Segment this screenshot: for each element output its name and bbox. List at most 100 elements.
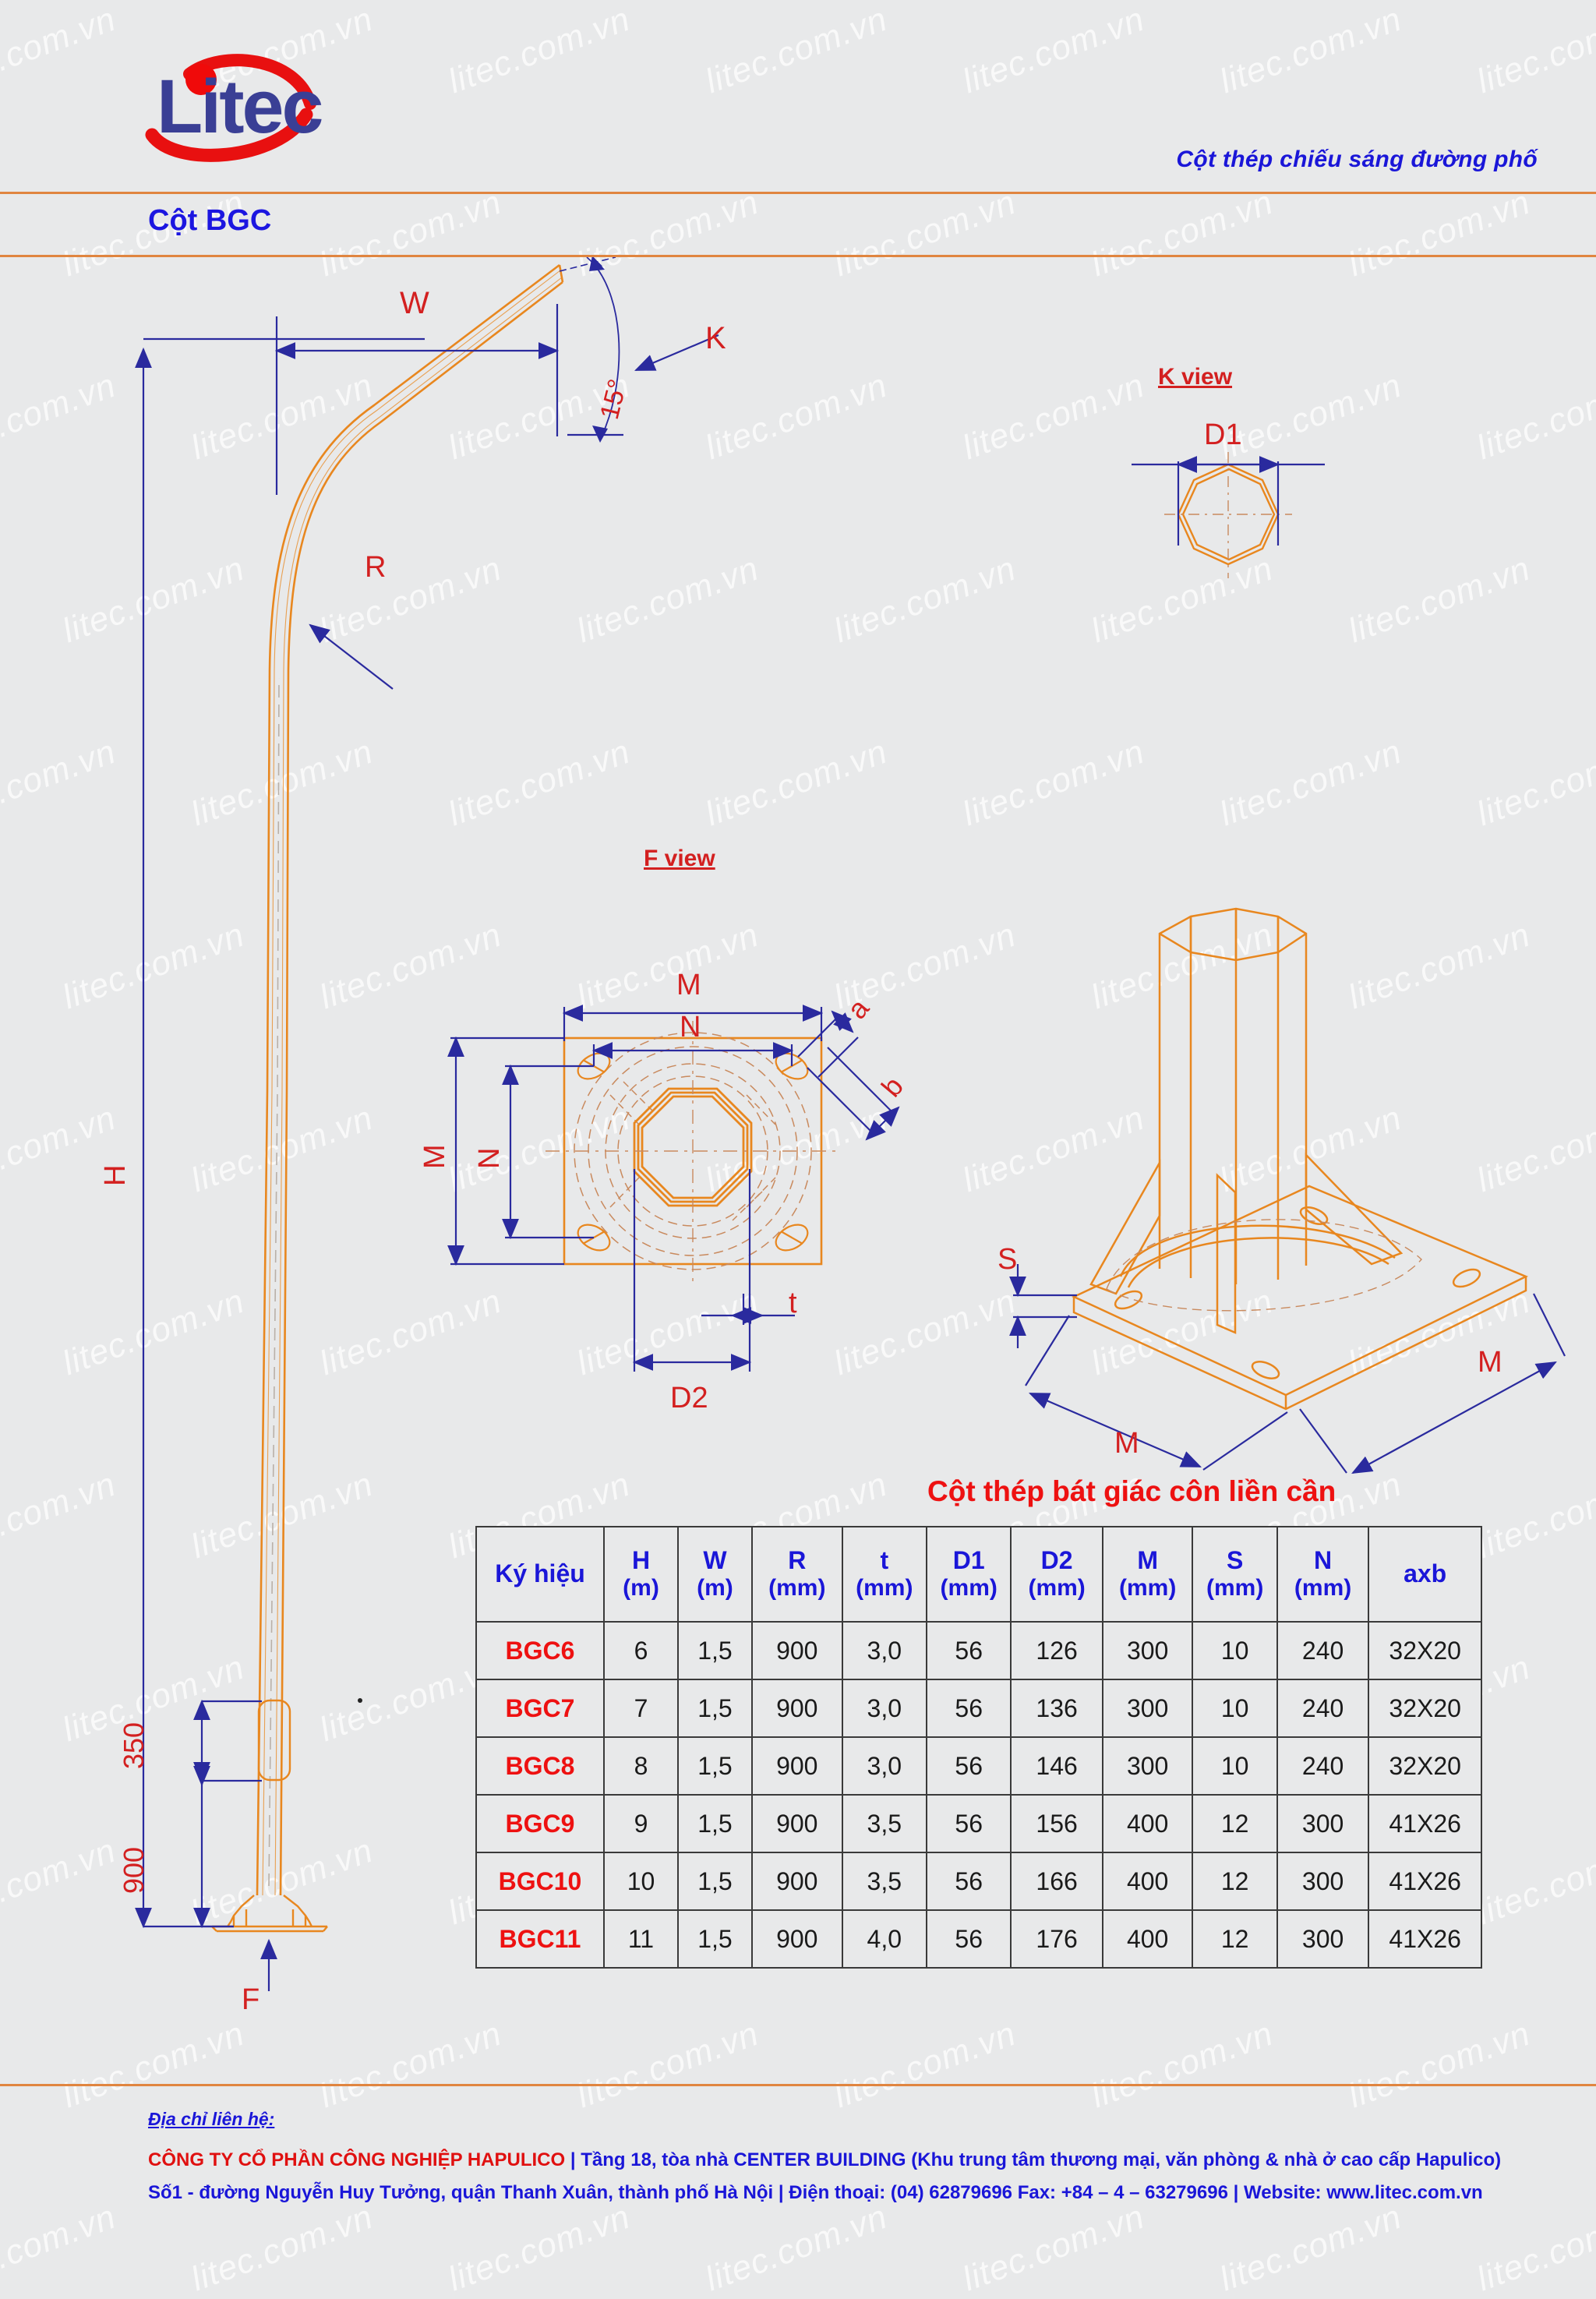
label-R: R (365, 551, 386, 584)
header-divider-top (0, 192, 1596, 194)
cell-value: 300 (1276, 1909, 1370, 1969)
cell-value: 900 (750, 1621, 843, 1680)
cell-value: 12 (1192, 1794, 1278, 1853)
cell-value: 300 (1101, 1621, 1194, 1680)
cell-value: 900 (750, 1909, 843, 1969)
cell-value: 56 (925, 1621, 1012, 1680)
cell-value: 1,5 (676, 1621, 753, 1680)
header-subtitle: Cột thép chiếu sáng đường phố (1176, 147, 1538, 172)
label-N-left: N (473, 1148, 506, 1169)
cell-value: 32X20 (1368, 1621, 1482, 1680)
table-header-S: S(mm) (1192, 1526, 1278, 1623)
cell-value: 1,5 (676, 1794, 753, 1853)
cell-value: 56 (925, 1852, 1012, 1911)
cell-value: 126 (1010, 1621, 1103, 1680)
footer-company-line: CÔNG TY CỔ PHẦN CÔNG NGHIỆP HAPULICO | T… (148, 2149, 1501, 2171)
label-D1: D1 (1204, 418, 1242, 451)
cell-value: 1,5 (676, 1736, 753, 1796)
cell-value: 400 (1101, 1794, 1194, 1853)
cell-value: 56 (925, 1909, 1012, 1969)
cell-value: 400 (1101, 1909, 1194, 1969)
cell-value: 41X26 (1368, 1909, 1482, 1969)
row-symbol: BGC11 (475, 1909, 605, 1969)
label-F: F (242, 1983, 260, 2016)
cell-value: 9 (603, 1794, 679, 1853)
table-header-axb: axb (1368, 1526, 1482, 1623)
svg-text:Litec: Litec (157, 64, 322, 149)
cell-value: 32X20 (1368, 1736, 1482, 1796)
label-D2: D2 (670, 1382, 708, 1414)
cell-value: 3,0 (841, 1621, 928, 1680)
label-H: H (99, 1165, 132, 1186)
cell-value: 6 (603, 1621, 679, 1680)
label-angle: 15° (595, 376, 633, 422)
cell-value: 300 (1276, 1794, 1370, 1853)
label-M-iso-left: M (1114, 1427, 1139, 1460)
table-header-D2: D2(mm) (1010, 1526, 1103, 1623)
header-divider-bottom (0, 255, 1596, 257)
cell-value: 300 (1276, 1852, 1370, 1911)
cell-value: 41X26 (1368, 1794, 1482, 1853)
cell-value: 3,0 (841, 1736, 928, 1796)
cell-value: 240 (1276, 1679, 1370, 1738)
table-header-t: t(mm) (841, 1526, 928, 1623)
row-symbol: BGC8 (475, 1736, 605, 1796)
table-header-H: H(m) (603, 1526, 679, 1623)
cell-value: 10 (1192, 1679, 1278, 1738)
footer-contact-label: Địa chỉ liên hệ: (148, 2109, 275, 2129)
cell-value: 240 (1276, 1736, 1370, 1796)
row-symbol: BGC6 (475, 1621, 605, 1680)
footer-divider (0, 2084, 1596, 2086)
cell-value: 10 (1192, 1621, 1278, 1680)
label-M-top: M (676, 969, 701, 1001)
label-K: K (705, 321, 726, 355)
table-header-M: M(mm) (1101, 1526, 1194, 1623)
cell-value: 300 (1101, 1679, 1194, 1738)
cell-value: 146 (1010, 1736, 1103, 1796)
cell-value: 1,5 (676, 1679, 753, 1738)
cell-value: 400 (1101, 1852, 1194, 1911)
label-S: S (998, 1243, 1017, 1276)
k-view-title: K view (1158, 364, 1233, 390)
cell-value: 8 (603, 1736, 679, 1796)
cell-value: 166 (1010, 1852, 1103, 1911)
label-900: 900 (118, 1847, 150, 1894)
label-W: W (400, 286, 429, 320)
cell-value: 1,5 (676, 1852, 753, 1911)
cell-value: 300 (1101, 1736, 1194, 1796)
row-symbol: BGC10 (475, 1852, 605, 1911)
row-symbol: BGC7 (475, 1679, 605, 1738)
cell-value: 1,5 (676, 1909, 753, 1969)
table-header-Ký hiệu: Ký hiệu (475, 1526, 605, 1623)
litec-logo: Litec (129, 43, 331, 168)
cell-value: 136 (1010, 1679, 1103, 1738)
cell-value: 32X20 (1368, 1679, 1482, 1738)
cell-value: 56 (925, 1736, 1012, 1796)
label-M-left: M (418, 1144, 451, 1169)
cell-value: 900 (750, 1679, 843, 1738)
page-title: Cột BGC (148, 204, 272, 237)
cell-value: 41X26 (1368, 1852, 1482, 1911)
cell-value: 12 (1192, 1909, 1278, 1969)
cell-value: 11 (603, 1909, 679, 1969)
cell-value: 156 (1010, 1794, 1103, 1853)
table-header-N: N(mm) (1276, 1526, 1370, 1623)
f-view-title: F view (644, 846, 715, 871)
table-title: Cột thép bát giác côn liền cần (927, 1475, 1336, 1507)
row-symbol: BGC9 (475, 1794, 605, 1853)
table-header-W: W(m) (676, 1526, 753, 1623)
label-a: a (841, 992, 876, 1025)
cell-value: 10 (1192, 1736, 1278, 1796)
label-t: t (789, 1287, 797, 1319)
footer-company-name: CÔNG TY CỔ PHẦN CÔNG NGHIỆP HAPULICO (148, 2149, 566, 2170)
cell-value: 3,5 (841, 1852, 928, 1911)
